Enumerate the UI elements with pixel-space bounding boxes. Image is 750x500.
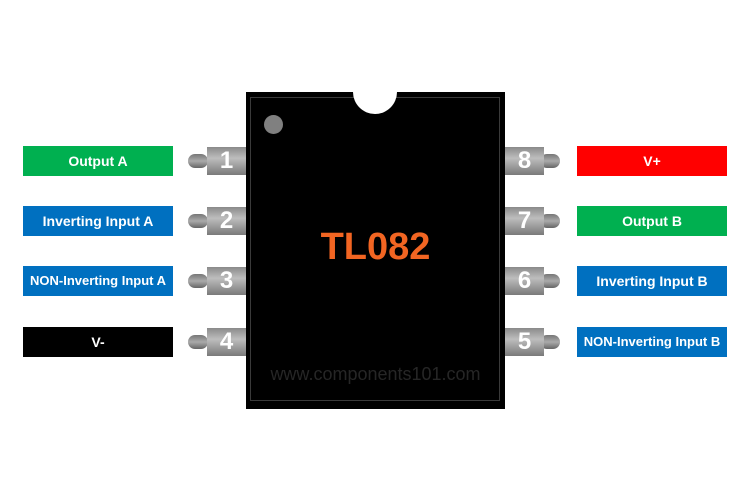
pin-number: 6	[505, 267, 544, 295]
pin-4: 4	[188, 328, 246, 356]
pin-label-8: V+	[577, 146, 727, 176]
pin-3: 3	[188, 267, 246, 295]
pin-label-2: Inverting Input A	[23, 206, 173, 236]
pin-lead	[540, 154, 560, 168]
pin1-dot-marker	[264, 115, 283, 134]
pin-lead	[540, 214, 560, 228]
pin-label-3: NON-Inverting Input A	[23, 266, 173, 296]
pin-label-5: NON-Inverting Input B	[577, 327, 727, 357]
pin-number: 8	[505, 147, 544, 175]
watermark: www.components101.com	[270, 364, 481, 384]
pin-lead	[188, 335, 208, 349]
pin-lead	[188, 274, 208, 288]
pin-8: 8	[505, 147, 560, 175]
pin-lead	[540, 335, 560, 349]
pin-6: 6	[505, 267, 560, 295]
pin-number: 1	[207, 147, 246, 175]
pin-number: 2	[207, 207, 246, 235]
pin1-notch	[353, 70, 397, 114]
pin-label-6: Inverting Input B	[577, 266, 727, 296]
pin-2: 2	[188, 207, 246, 235]
pin-label-4: V-	[23, 327, 173, 357]
pin-lead	[540, 274, 560, 288]
pin-label-1: Output A	[23, 146, 173, 176]
pin-number: 5	[505, 328, 544, 356]
pin-number: 4	[207, 328, 246, 356]
pin-5: 5	[505, 328, 560, 356]
pin-number: 3	[207, 267, 246, 295]
pin-label-7: Output B	[577, 206, 727, 236]
pin-7: 7	[505, 207, 560, 235]
pin-1: 1	[188, 147, 246, 175]
pin-lead	[188, 154, 208, 168]
pin-lead	[188, 214, 208, 228]
ic-package	[246, 92, 505, 409]
pin-number: 7	[505, 207, 544, 235]
chip-name: TL082	[320, 226, 431, 268]
